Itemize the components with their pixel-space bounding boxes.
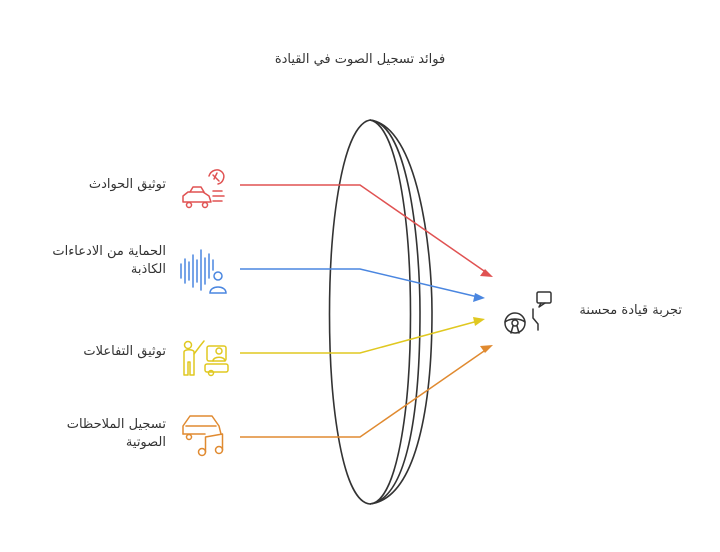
arrow-voice-notes [240,345,493,438]
diagram-title: فوائد تسجيل الصوت في القيادة [274,52,446,67]
arrow-false-claims [240,268,485,302]
voice-wave-person-icon [180,249,227,294]
car-music-note-icon [182,415,224,457]
label-interactions: توثيق التفاعلات [83,344,166,359]
arrow-interactions [240,317,485,354]
outcome-label: تجربة قيادة محسنة [579,303,682,318]
label-false-claims: الحماية من الادعاءات الكاذبة [52,244,166,277]
label-accidents: توثيق الحوادث [88,177,166,192]
label-voice-notes: تسجيل الملاحظات الصوتية [66,417,166,450]
arrow-accidents [240,184,493,277]
car-crash-icon [182,169,225,209]
people-interaction-icon [183,340,229,377]
steering-wheel-speech-icon [504,291,552,334]
lens-shape [328,119,433,505]
